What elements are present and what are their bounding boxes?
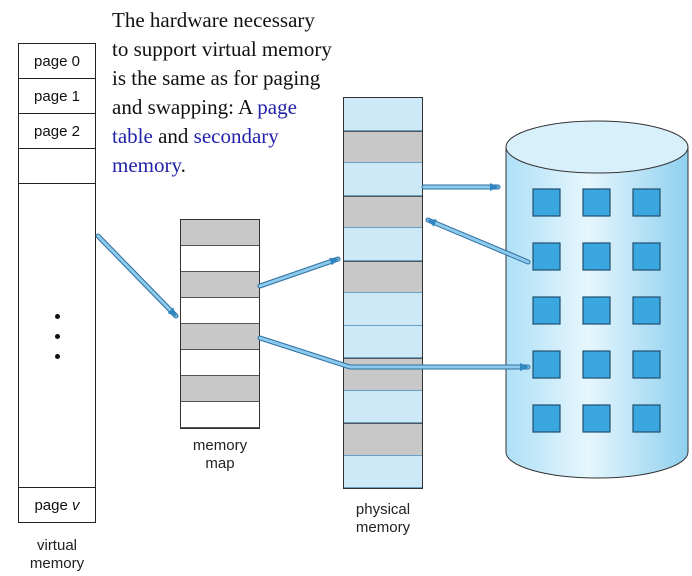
virtual-page-empty — [19, 149, 95, 184]
arrow-map-to-disk-inner — [258, 336, 530, 371]
disk-cell — [632, 188, 661, 217]
disk-cell — [632, 404, 661, 433]
virtual-page-v-prefix: page — [34, 497, 73, 514]
disk-cell — [632, 296, 661, 325]
physical-memory-block — [343, 97, 423, 489]
physical-memory-label-2: memory — [355, 519, 411, 536]
arrows — [95, 183, 531, 371]
virtual-page-1: page 1 — [19, 79, 95, 114]
disk-cell — [532, 188, 561, 217]
caption-highlight-page: page — [257, 95, 297, 119]
physical-frame — [344, 260, 422, 293]
disk-cell — [582, 404, 611, 433]
secondary-storage-disk — [505, 120, 689, 479]
virtual-memory-label-1: virtual — [36, 537, 77, 554]
caption-highlight-memory: memory — [112, 153, 181, 177]
physical-frame — [344, 358, 422, 391]
caption-period: . — [180, 153, 186, 177]
disk-cell — [582, 188, 611, 217]
physical-memory-label-1: physical — [355, 501, 411, 518]
physical-frame — [344, 163, 422, 196]
arrow-map-to-physical-inner — [258, 257, 340, 288]
disk-cell — [532, 350, 561, 379]
physical-memory-label: physical memory — [330, 501, 436, 537]
caption-text: The hardware necessary to support virtua… — [112, 6, 382, 180]
disk-top — [505, 120, 689, 174]
disk-cell — [532, 296, 561, 325]
physical-frame — [344, 195, 422, 228]
physical-frame — [344, 423, 422, 456]
disk-cell — [632, 350, 661, 379]
caption-line-1: The hardware necessary — [112, 8, 315, 32]
physical-frame — [344, 390, 422, 423]
memory-map-label-1: memory — [192, 437, 248, 454]
physical-frame — [344, 325, 422, 358]
memory-map-entry — [181, 272, 259, 298]
disk-cell — [582, 242, 611, 271]
memory-map-entry — [181, 298, 259, 324]
caption-line-5b: and — [152, 124, 194, 148]
virtual-page-v: page v — [19, 487, 95, 522]
virtual-page-v-var: v — [72, 497, 80, 514]
memory-map-block — [180, 219, 260, 429]
virtual-page-2: page 2 — [19, 114, 95, 149]
memory-map-label: memory map — [170, 437, 270, 473]
ellipsis-dot — [55, 354, 60, 359]
memory-map-entry — [181, 220, 259, 246]
disk-cells — [532, 188, 661, 433]
physical-frame — [344, 293, 422, 326]
caption-line-4a: and swapping: A — [112, 95, 258, 119]
disk-cell — [582, 296, 611, 325]
caption-line-6: memory. — [112, 151, 382, 180]
caption-highlight-secondary: secondary — [193, 124, 279, 148]
memory-map-label-2: map — [205, 455, 235, 472]
virtual-memory-label: virtual memory — [8, 537, 106, 573]
memory-map-entry — [181, 350, 259, 376]
physical-frame — [344, 228, 422, 261]
disk-cell — [582, 350, 611, 379]
virtual-memory-block: page 0 page 1 page 2 page v — [18, 43, 96, 523]
caption-highlight-table: table — [112, 124, 153, 148]
disk-cell — [532, 242, 561, 271]
memory-map-entry — [181, 246, 259, 272]
memory-map-entry — [181, 376, 259, 402]
virtual-page-0: page 0 — [19, 44, 95, 79]
ellipsis-dot — [55, 334, 60, 339]
physical-frame — [344, 130, 422, 163]
disk-cell — [532, 404, 561, 433]
memory-map-entry — [181, 402, 259, 428]
caption-line-4: and swapping: A page — [112, 93, 382, 122]
virtual-memory-label-2: memory — [29, 555, 85, 572]
caption-line-5: table and secondary — [112, 122, 382, 151]
arrow-disk-to-physical-inner — [426, 218, 530, 264]
arrow-virtual-to-map-inner — [96, 234, 178, 318]
memory-map-entry — [181, 324, 259, 350]
caption-line-3: is the same as for paging — [112, 66, 321, 90]
physical-frame — [344, 455, 422, 488]
ellipsis-dot — [55, 314, 60, 319]
disk-cell — [632, 242, 661, 271]
caption-line-2: to support virtual memory — [112, 37, 332, 61]
physical-frame — [344, 98, 422, 131]
